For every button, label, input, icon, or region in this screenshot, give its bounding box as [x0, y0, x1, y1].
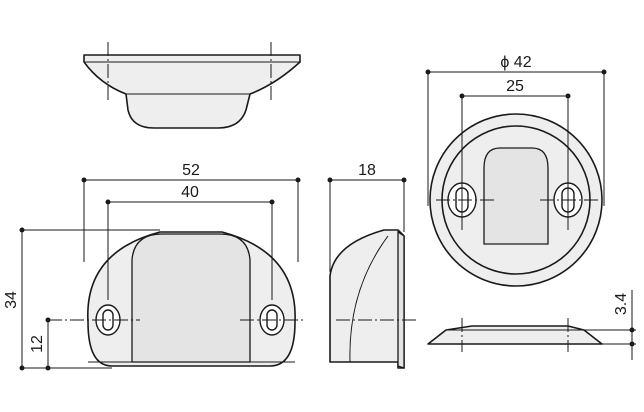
- dim-label-front-height: 34: [3, 291, 20, 309]
- side-view-flange: [397, 230, 405, 369]
- dim-label-section-thickness: 3.4: [613, 293, 630, 315]
- dim-label-plan-hole-pitch: 25: [506, 78, 524, 95]
- side-view-outline: [329, 229, 405, 369]
- dim-front-width: 52: [81, 162, 301, 262]
- dim-side-depth: 18: [327, 162, 407, 272]
- dim-front-hole-pitch: 40: [105, 184, 275, 300]
- dim-front-height: 34: [3, 227, 160, 371]
- dim-section-thickness: 3.4: [584, 290, 636, 360]
- dim-label-front-width: 52: [182, 162, 200, 179]
- side-view-curve: [349, 235, 389, 363]
- dim-label-plan-diameter: ϕ 42: [500, 54, 531, 71]
- top-view-outline: [83, 54, 301, 129]
- section-view-outline: [427, 325, 603, 345]
- plan-view-recess: [483, 147, 549, 245]
- front-view-recess: [131, 233, 251, 363]
- dim-label-front-hole-pitch: 40: [181, 184, 199, 201]
- side-view: [329, 229, 416, 369]
- dim-front-hole-height: 12: [29, 317, 51, 371]
- dim-label-side-depth: 18: [358, 162, 376, 179]
- section-view: [427, 318, 603, 352]
- dim-label-front-hole-height: 12: [29, 335, 46, 353]
- plan-view: [429, 113, 603, 287]
- dim-plan-hole-pitch: 25: [459, 78, 571, 230]
- top-view: [83, 42, 301, 129]
- dim-plan-diameter: ϕ 42: [425, 54, 607, 206]
- front-view: [48, 231, 304, 367]
